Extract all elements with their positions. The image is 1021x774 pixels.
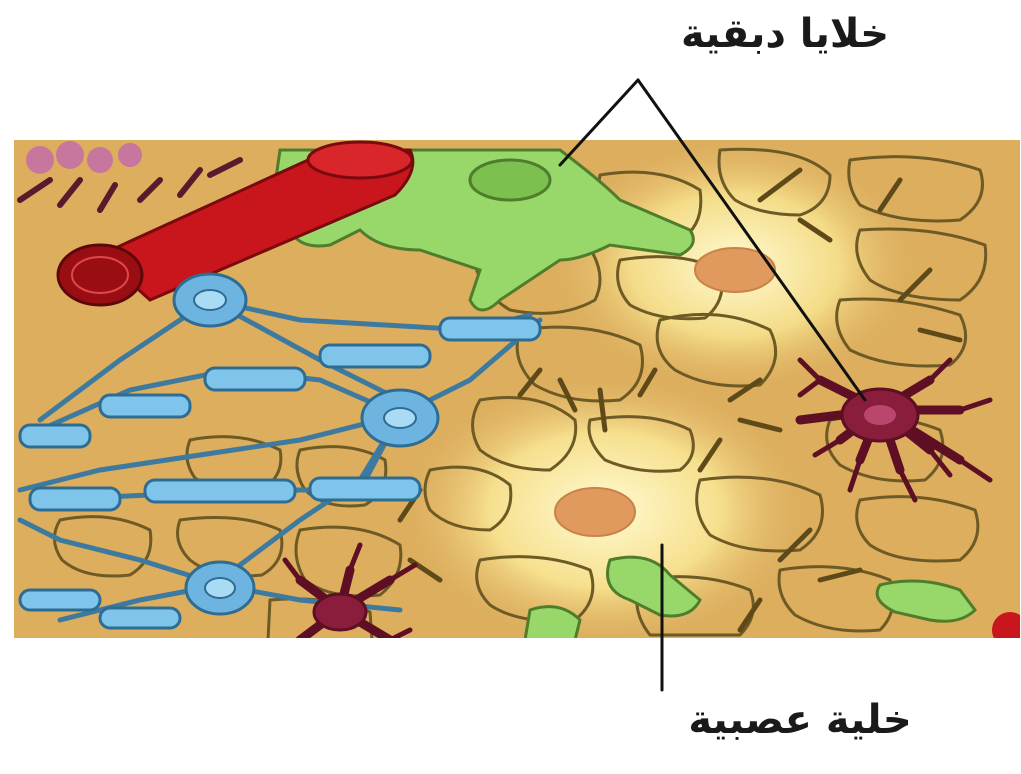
glial-cells-label: خلايا دبقية (650, 14, 920, 54)
nerve-cell-nucleus (555, 488, 635, 536)
nerve-cell-label: خلية عصبية (650, 700, 950, 740)
